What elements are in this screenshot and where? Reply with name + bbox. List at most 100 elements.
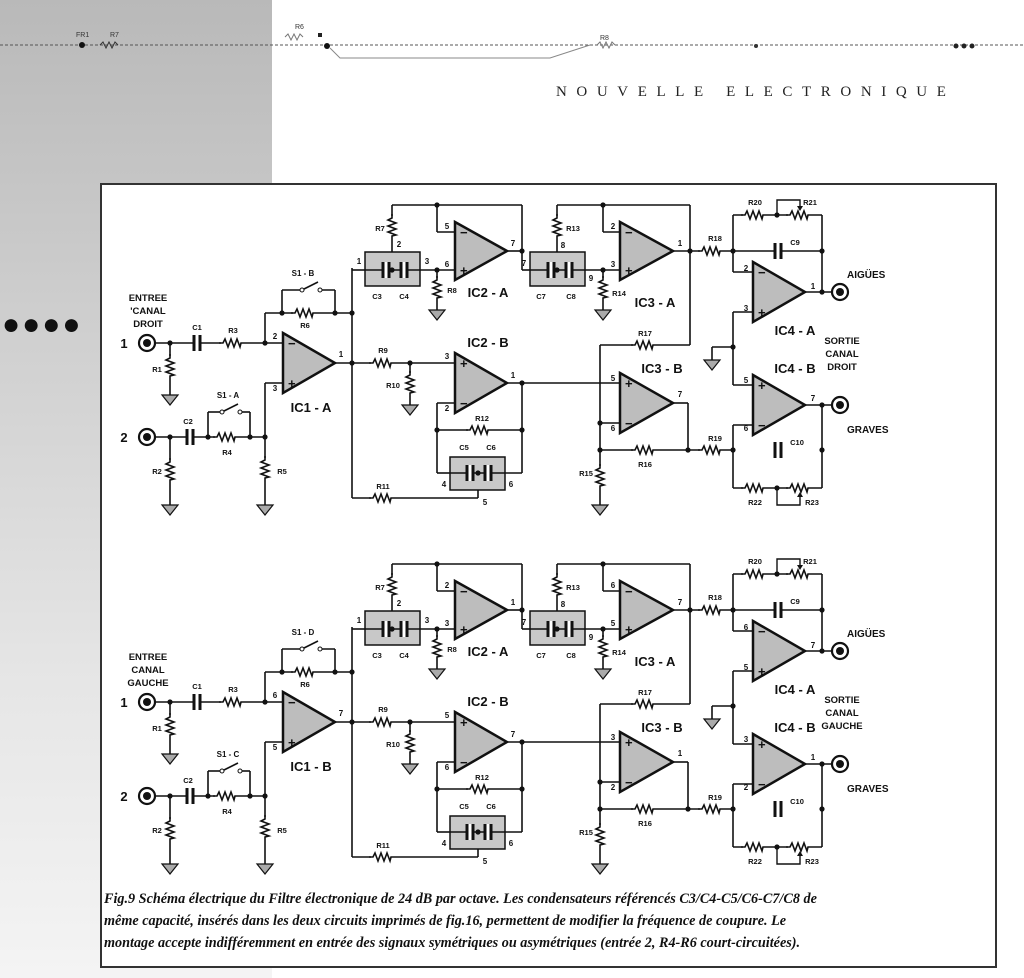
junction-dot <box>349 360 355 366</box>
pin-number: 1 <box>357 616 362 625</box>
op-amp-sign: − <box>758 777 766 792</box>
pin-number: 6 <box>744 623 749 632</box>
component-label-c8: C8 <box>566 651 576 660</box>
component-label-r19: R19 <box>708 434 722 443</box>
component-label-r21: R21 <box>803 198 817 207</box>
ground-icon <box>593 309 613 321</box>
junction-dot <box>774 571 780 577</box>
output-graves-label: GRAVES <box>847 425 889 436</box>
component-label-r23: R23 <box>805 498 819 507</box>
ic-label-ic2b: IC2 - B <box>467 335 508 350</box>
junction-dot <box>407 360 413 366</box>
resistor <box>403 730 417 756</box>
junction-dot <box>167 340 173 346</box>
junction-dot <box>730 703 736 709</box>
capacitor-bg <box>548 621 554 637</box>
capacitor-bg <box>194 335 200 351</box>
strip-label: FR1 <box>76 32 90 39</box>
pin-number: 5 <box>273 743 278 752</box>
ic-label-ic4a: IC4 - A <box>775 682 816 697</box>
op-amp-sign: − <box>460 755 468 770</box>
capacitor-bg <box>194 694 200 710</box>
op-amp <box>618 729 676 795</box>
component-label-r14: R14 <box>612 289 627 298</box>
resistor <box>596 635 610 661</box>
component-label-r2: R2 <box>152 467 162 476</box>
jack-pin <box>836 647 844 655</box>
pin-number: 5 <box>445 222 450 231</box>
junction-dot <box>554 267 560 273</box>
junction-dot <box>332 669 338 675</box>
bullet-dots: ●●●● <box>2 308 83 341</box>
ic-label-ic3b: IC3 - B <box>641 720 682 735</box>
junction-dot <box>600 561 606 567</box>
output-graves-label: GRAVES <box>847 784 889 795</box>
resistor <box>466 423 492 437</box>
op-amp <box>453 350 510 416</box>
jack-pin <box>836 288 844 296</box>
component-label-r17: R17 <box>638 688 652 697</box>
component-label-r8: R8 <box>447 645 457 654</box>
junction-dot <box>819 761 825 767</box>
switch-label: S1 - C <box>217 750 240 759</box>
junction-dot <box>389 267 395 273</box>
component-label-r12: R12 <box>475 414 489 423</box>
component-label-c2: C2 <box>183 417 193 426</box>
switch-blade <box>301 281 319 291</box>
output-label: DROIT <box>827 362 857 373</box>
strip-label: R8 <box>600 35 609 42</box>
pin-number: 8 <box>561 600 566 609</box>
op-amp-sign: − <box>625 775 633 790</box>
resistor <box>786 481 812 495</box>
junction-dot <box>407 719 413 725</box>
pin-number: 6 <box>611 581 616 590</box>
junction-dot <box>279 310 285 316</box>
pin-number: 5 <box>483 857 488 866</box>
junction-dot <box>247 434 253 440</box>
capacitor-bg <box>383 621 389 637</box>
component-label-r6: R6 <box>300 680 310 689</box>
ground-icon <box>400 763 420 775</box>
resistor <box>219 336 245 350</box>
resistor <box>593 823 607 849</box>
component-label-c10: C10 <box>790 797 804 806</box>
switch-contact <box>219 768 225 774</box>
junction-dot <box>262 434 268 440</box>
junction-dot <box>730 806 736 812</box>
junction-dot <box>819 607 825 613</box>
ground-icon <box>400 404 420 416</box>
op-amp-sign: − <box>625 416 633 431</box>
ground-icon <box>593 668 613 680</box>
op-amp-sign: − <box>625 225 633 240</box>
resistor <box>213 430 239 444</box>
ic-label-ic4a: IC4 - A <box>775 323 816 338</box>
output-label: CANAL <box>825 349 858 360</box>
pin-number: 3 <box>425 257 430 266</box>
input-label: ENTREE <box>129 652 168 663</box>
junction-dot <box>597 420 603 426</box>
potentiometer-wiper <box>776 847 801 865</box>
junction-dot <box>687 607 693 613</box>
arrow-icon <box>797 206 803 211</box>
junction-dot <box>349 719 355 725</box>
component-label-c4: C4 <box>399 651 409 660</box>
junction-dot <box>434 267 440 273</box>
component-label-r22: R22 <box>748 857 762 866</box>
component-label-r13: R13 <box>566 224 580 233</box>
component-label-r3: R3 <box>228 326 238 335</box>
ground-icon <box>255 863 275 875</box>
component-label-r5: R5 <box>277 467 287 476</box>
caption-line: Fig.9 Schéma électrique du Filtre électr… <box>104 891 817 907</box>
resistor <box>550 573 564 599</box>
resistor <box>369 356 395 370</box>
ic-label-ic4b: IC4 - B <box>774 720 815 735</box>
ground-icon <box>427 668 447 680</box>
junction-dot <box>519 427 525 433</box>
ground-icon <box>160 863 180 875</box>
figure-caption: Fig.9 Schéma électrique du Filtre électr… <box>104 888 989 954</box>
junction-dot <box>519 248 525 254</box>
capacitor-bg <box>548 262 554 278</box>
junction-dot <box>262 699 268 705</box>
resistor <box>430 635 444 661</box>
